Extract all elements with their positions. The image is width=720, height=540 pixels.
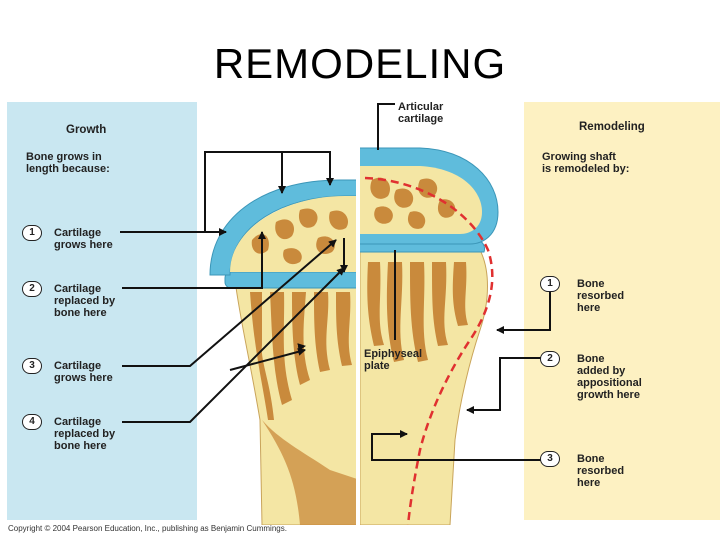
growth-step-3-number: 3 — [22, 358, 42, 374]
remodeling-intro: Growing shaft is remodeled by: — [542, 151, 630, 175]
remodeling-step-1-text: Bone resorbed here — [577, 278, 625, 314]
epiphyseal-plate-label: Epiphyseal plate — [364, 348, 423, 372]
remodeling-step-3-number: 3 — [540, 451, 560, 467]
growth-panel — [7, 102, 197, 520]
page-title: REMODELING — [213, 40, 507, 87]
growth-step-1-number: 1 — [22, 225, 42, 241]
remodeling-step-3-text: Bone resorbed here — [577, 453, 625, 489]
bone-right-half — [360, 147, 499, 525]
growth-step-2-text: Cartilage replaced by bone here — [54, 283, 116, 319]
growth-step-2-number: 2 — [22, 281, 42, 297]
remodeling-panel — [524, 102, 720, 520]
growth-step-4-number: 4 — [22, 414, 42, 430]
growth-step-1-text: Cartilage grows here — [54, 227, 113, 251]
remodeling-step-1-number: 1 — [540, 276, 560, 292]
growth-heading: Growth — [66, 124, 107, 136]
remodeling-step-2-number: 2 — [540, 351, 560, 367]
growth-step-4-text: Cartilage replaced by bone here — [54, 416, 116, 452]
remodeled-contour-dashed — [364, 176, 494, 525]
leader-lines — [120, 103, 551, 461]
growth-intro: Bone grows in length because: — [26, 151, 110, 175]
copyright-notice: Copyright © 2004 Pearson Education, Inc.… — [8, 524, 287, 533]
articular-cartilage-label: Articular cartilage — [398, 101, 444, 125]
growth-step-3-text: Cartilage grows here — [54, 360, 113, 384]
remodeling-heading: Remodeling — [579, 121, 645, 133]
remodeling-step-2-text: Bone added by appositional growth here — [577, 353, 642, 401]
bone-left-half — [209, 179, 356, 525]
